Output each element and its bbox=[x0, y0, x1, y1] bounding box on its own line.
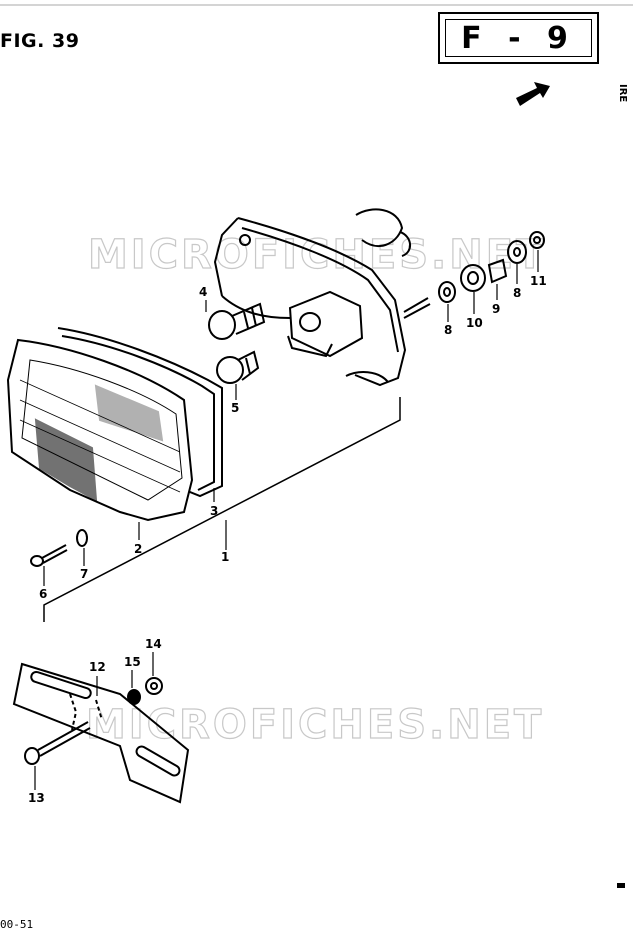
lamp-lens bbox=[6, 338, 194, 522]
part-ref-10: 10 bbox=[466, 316, 483, 330]
footer-code: 00-51 bbox=[0, 918, 34, 931]
assembly-bracket-line bbox=[43, 397, 401, 622]
part-ref-13: 13 bbox=[28, 791, 45, 805]
part-ref-11: 11 bbox=[530, 274, 547, 288]
part-ref-1: 1 bbox=[221, 550, 229, 564]
bulb-stop-tail bbox=[208, 302, 266, 340]
section-code: F - 9 bbox=[461, 20, 576, 56]
part-ref-3: 3 bbox=[210, 504, 218, 518]
direction-arrow-icon bbox=[516, 82, 550, 106]
part-ref-4: 4 bbox=[199, 285, 207, 299]
part-ref-14: 14 bbox=[145, 637, 162, 651]
lens-screw bbox=[30, 544, 68, 567]
figure-label: FIG. 39 bbox=[0, 30, 80, 52]
lens-washer bbox=[76, 529, 88, 547]
mounting-hardware-stack bbox=[438, 231, 545, 303]
part-ref-2: 2 bbox=[134, 542, 142, 556]
part-ref-15: 15 bbox=[124, 655, 141, 669]
cap-nut bbox=[145, 677, 163, 695]
watermark-top: MICROFICHES.NET bbox=[88, 232, 546, 278]
part-ref-9: 9 bbox=[492, 302, 500, 316]
leader-lines bbox=[34, 250, 539, 790]
lamp-housing bbox=[213, 208, 431, 387]
part-ref-8-outer: 8 bbox=[513, 286, 521, 300]
bulb-license bbox=[216, 350, 260, 384]
part-ref-12: 12 bbox=[89, 660, 106, 674]
bracket-nut bbox=[127, 689, 141, 705]
lamp-gasket bbox=[57, 327, 223, 498]
side-mark: IRE bbox=[617, 84, 628, 103]
part-ref-5: 5 bbox=[231, 401, 239, 415]
part-ref-8-inner: 8 bbox=[444, 323, 452, 337]
edge-mark bbox=[617, 883, 625, 888]
bracket-bolt bbox=[24, 721, 91, 765]
section-code-box: F - 9 bbox=[438, 12, 599, 64]
watermark-bottom: MICROFICHES.NET bbox=[86, 702, 544, 748]
part-ref-6: 6 bbox=[39, 587, 47, 601]
part-ref-7: 7 bbox=[80, 567, 88, 581]
